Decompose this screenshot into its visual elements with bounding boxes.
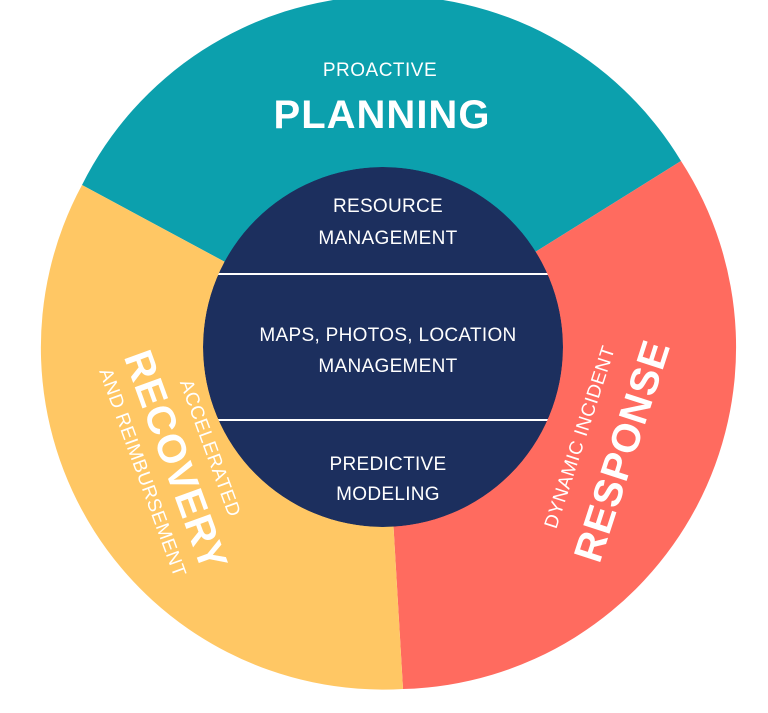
maps-photos-location-line-1: MAPS, PHOTOS, LOCATION: [259, 325, 516, 346]
planning-title: PLANNING: [274, 93, 491, 137]
predictive-modeling-line-1: PREDICTIVE: [329, 454, 446, 475]
planning-subtitle: PROACTIVE: [323, 60, 437, 81]
center-hub: [203, 167, 563, 527]
resource-management-line-2: MANAGEMENT: [318, 228, 457, 249]
resource-management-line-1: RESOURCE: [333, 196, 443, 217]
maps-photos-location-line-2: MANAGEMENT: [318, 356, 457, 377]
predictive-modeling-line-2: MODELING: [336, 484, 440, 505]
